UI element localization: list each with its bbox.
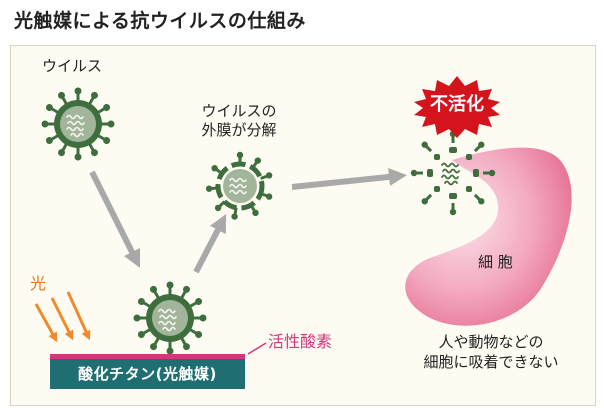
virus-label: ウイルス	[42, 57, 103, 75]
arrow-decomposed-to-inactivated	[291, 167, 407, 190]
inactivated-burst-icon	[414, 76, 500, 138]
page-title: 光触媒による抗ウイルスの仕組み	[14, 10, 306, 32]
active-oxygen-layer	[50, 354, 245, 359]
inactivated-label: 不活化	[430, 94, 484, 115]
titanium-oxide-label: 酸化チタン(光触媒)	[78, 365, 217, 383]
cell-note-label: 人や動物などの 細胞に吸着できない	[423, 333, 559, 371]
arrow-catalyst-to-decomposed	[193, 214, 227, 274]
virus-decomposing-icon	[206, 152, 274, 220]
cell-label: 細 胞	[478, 253, 513, 271]
virus-on-catalyst-icon	[132, 280, 208, 356]
virus-intact-icon	[40, 86, 117, 162]
cell-shape	[405, 147, 572, 326]
light-rays-icon	[34, 291, 91, 343]
light-label: 光	[30, 274, 47, 293]
titanium-oxide-bar	[50, 359, 245, 389]
membrane-decomposed-label: ウイルスの 外膜が分解	[201, 102, 277, 139]
active-oxygen-label: 活性酸素	[268, 332, 333, 351]
arrow-virus-to-catalyst	[89, 170, 141, 269]
active-oxygen-leader	[247, 342, 267, 355]
